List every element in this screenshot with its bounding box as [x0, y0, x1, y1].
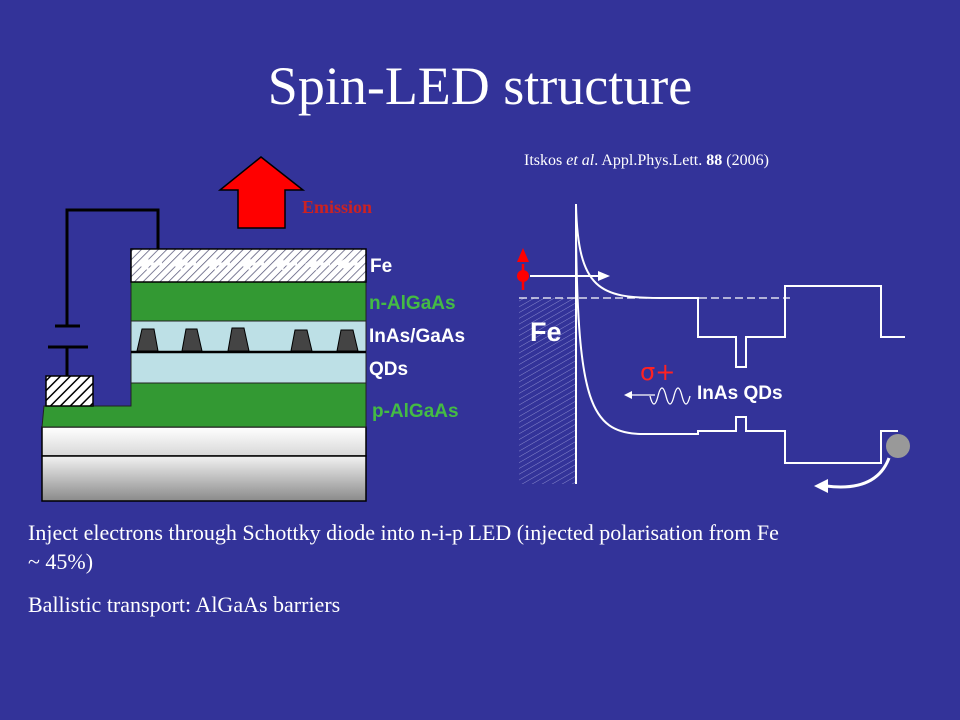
photon-arrowhead [624, 391, 632, 399]
device-stack [41, 248, 367, 502]
layer-label-fe: Fe [370, 256, 392, 277]
magnetization-arrow [238, 257, 264, 271]
valence-band [575, 234, 898, 464]
emission-arrow [217, 156, 306, 229]
emission-label: Emission [302, 197, 372, 217]
quantum-dots [136, 327, 359, 352]
ref-journal: . Appl.Phys.Lett. [594, 152, 703, 169]
layer-label-n-algaas: n-AlGaAs [369, 293, 456, 314]
bullet-injection: Inject electrons through Schottky diode … [28, 520, 779, 574]
contact-pad [45, 375, 94, 407]
magnetization-arrow [204, 257, 230, 271]
hole-arrowhead [814, 479, 828, 493]
spin-arrowhead [517, 248, 529, 262]
qd-cap-layer [130, 351, 367, 384]
quantum-dot [181, 328, 203, 352]
sigma-plus-label: σ+ [640, 358, 675, 386]
circuit-wiring [48, 208, 160, 376]
ref-etal: et al [566, 152, 595, 169]
wire-top [65, 208, 160, 326]
layer-label-inas-gaas: InAs/GaAs [369, 326, 465, 347]
bullet-ballistic: Ballistic transport: AlGaAs barriers [28, 592, 341, 617]
photon-wave [649, 387, 691, 405]
substrate-top [41, 426, 367, 457]
ref-volume: 88 [706, 152, 723, 169]
quantum-dot [227, 327, 250, 352]
quantum-dot [336, 329, 359, 352]
spin-electron [517, 270, 529, 282]
fe-fermi-sea [519, 298, 576, 484]
quantum-dot [290, 329, 313, 352]
slide-title: Spin-LED structure [267, 56, 693, 116]
quantum-dot [136, 328, 159, 352]
reference-citation: Itskos et al. Appl.Phys.Lett. 88 (2006) [524, 152, 769, 170]
magnetization-arrow [335, 257, 360, 271]
band-diagram: Fe σ+ InAs QDs [517, 204, 910, 493]
inas-qds-label: InAs QDs [697, 383, 783, 404]
substrate [41, 455, 367, 502]
magnetization-arrow [271, 257, 297, 271]
ref-year: (2006) [726, 152, 769, 169]
hole [886, 434, 910, 458]
hole-path [825, 457, 891, 489]
magnetization-arrow [136, 257, 162, 271]
layer-label-qds: QDs [369, 359, 408, 380]
n-algaas-layer [130, 281, 367, 322]
injection-arrowhead [598, 271, 610, 281]
magnetization-arrow [304, 257, 330, 271]
layer-label-p-algaas: p-AlGaAs [372, 401, 459, 422]
band-fe-label: Fe [530, 317, 562, 347]
fe-magnetization-arrows [136, 257, 360, 271]
ref-authors: Itskos [524, 152, 563, 169]
magnetization-arrow [170, 257, 196, 271]
conduction-band [575, 204, 905, 368]
